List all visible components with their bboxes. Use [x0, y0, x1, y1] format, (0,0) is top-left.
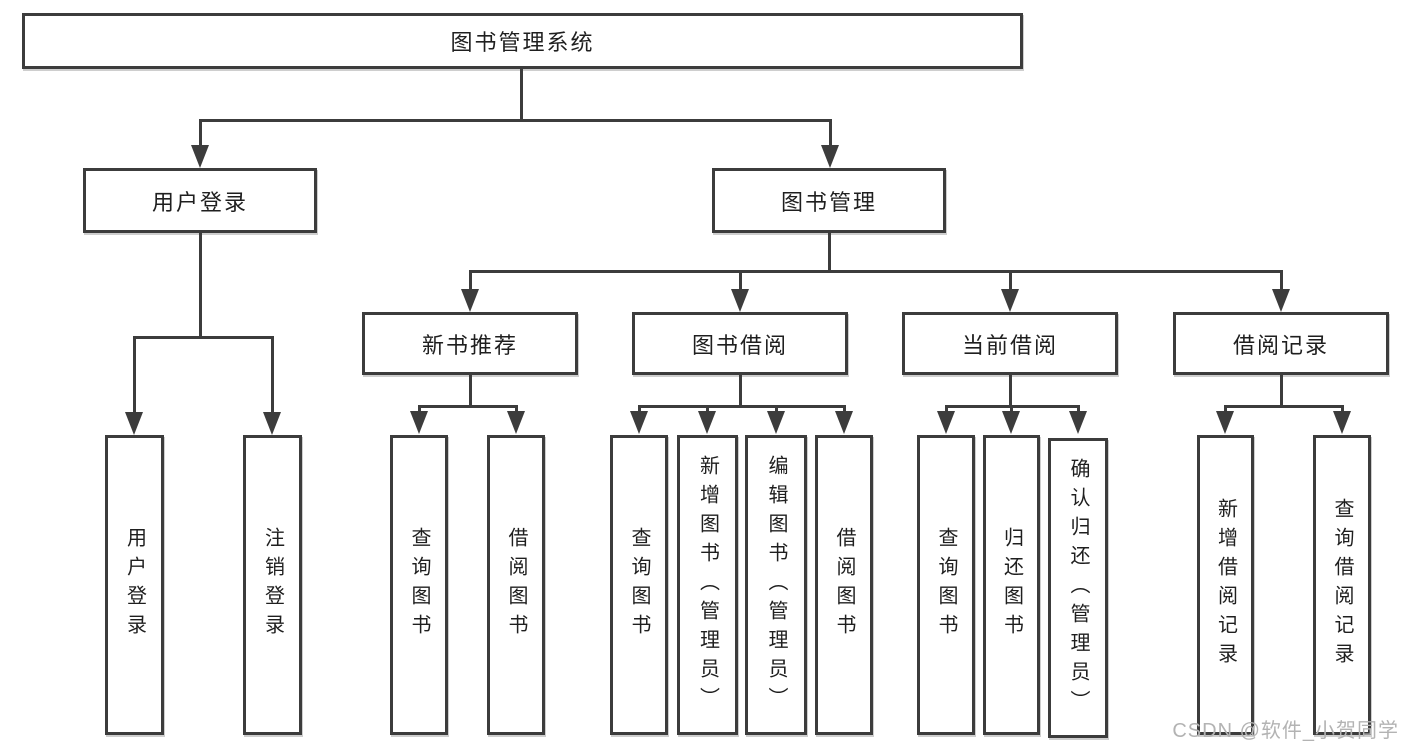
arrow-down-icon	[731, 289, 749, 312]
leaf-borrow-add-book-admin: 新增图书（管理员）	[677, 435, 738, 735]
arrow-down-icon	[821, 145, 839, 168]
newbook-split-vline	[469, 375, 472, 407]
node-borrow-records: 借阅记录	[1173, 312, 1389, 375]
arrow-down-icon	[410, 411, 428, 434]
arrow-down-icon	[698, 411, 716, 434]
leaf-records-add-record-label: 新增借阅记录	[1214, 498, 1237, 672]
records-split-vline	[1280, 375, 1283, 407]
node-root: 图书管理系统	[22, 13, 1023, 69]
user-split-vline	[199, 233, 202, 338]
mgmt-arrow-stem	[1280, 270, 1283, 292]
leaf-borrow-edit-book-admin: 编辑图书（管理员）	[745, 435, 807, 735]
arrow-down-icon	[1002, 411, 1020, 434]
mgmt-arrow-stem	[1009, 270, 1012, 292]
borrow-split-vline	[739, 375, 742, 407]
leaf-current-return-book: 归还图书	[983, 435, 1040, 735]
leaf-borrow-edit-book-admin-label: 编辑图书（管理员）	[765, 454, 787, 716]
mgmt-arrow-stem	[739, 270, 742, 292]
node-book-management-label: 图书管理	[780, 189, 877, 215]
leaf-user-login-label: 用户登录	[123, 527, 146, 643]
leaf-borrow-borrow-book: 借阅图书	[815, 435, 873, 735]
user-arrow-stem	[133, 336, 136, 416]
leaf-borrow-add-book-admin-label: 新增图书（管理员）	[696, 454, 719, 716]
arrow-down-icon	[1333, 411, 1351, 434]
arrow-down-icon	[507, 411, 525, 434]
node-new-book-recommend: 新书推荐	[362, 312, 578, 375]
watermark: CSDN @软件_小贺同学	[1172, 720, 1399, 742]
arrow-down-icon	[461, 289, 479, 312]
leaf-current-return-book-label: 归还图书	[1000, 527, 1023, 643]
leaf-current-confirm-return-admin: 确认归还（管理员）	[1048, 438, 1108, 738]
leaf-newbook-borrow-book: 借阅图书	[487, 435, 545, 735]
leaf-current-confirm-return-admin-label: 确认归还（管理员）	[1067, 457, 1089, 719]
node-current-borrow-label: 当前借阅	[961, 332, 1058, 358]
newbook-split-hline	[418, 405, 518, 408]
leaf-newbook-borrow-book-label: 借阅图书	[505, 527, 527, 643]
root-arrow-left-stem	[199, 119, 202, 149]
arrow-down-icon	[835, 411, 853, 434]
root-split-vline	[520, 69, 523, 121]
leaf-borrow-query-book: 查询图书	[610, 435, 668, 735]
root-split-hline	[199, 119, 832, 122]
arrow-down-icon	[263, 412, 281, 435]
arrow-down-icon	[191, 145, 209, 168]
arrow-down-icon	[630, 411, 648, 434]
user-split-hline	[133, 336, 274, 339]
node-user-login-label: 用户登录	[151, 189, 248, 215]
records-split-hline	[1224, 405, 1344, 408]
arrow-down-icon	[767, 411, 785, 434]
mgmt-split-vline	[828, 233, 831, 273]
node-current-borrow: 当前借阅	[902, 312, 1118, 375]
leaf-user-logout: 注销登录	[243, 435, 302, 735]
node-book-management: 图书管理	[712, 168, 946, 233]
user-arrow-stem	[271, 336, 274, 416]
root-arrow-right-stem	[829, 119, 832, 149]
mgmt-arrow-stem	[469, 270, 472, 292]
arrow-down-icon	[1001, 289, 1019, 312]
node-new-book-recommend-label: 新书推荐	[421, 332, 518, 358]
leaf-records-query-record-label: 查询借阅记录	[1331, 498, 1353, 672]
mgmt-split-hline	[469, 270, 1283, 273]
leaf-current-query-book: 查询图书	[917, 435, 975, 735]
leaf-current-query-book-label: 查询图书	[935, 527, 957, 643]
arrow-down-icon	[937, 411, 955, 434]
borrow-split-hline	[638, 405, 846, 408]
current-split-vline	[1009, 375, 1012, 407]
arrow-down-icon	[1272, 289, 1290, 312]
node-book-borrow: 图书借阅	[632, 312, 848, 375]
leaf-records-query-record: 查询借阅记录	[1313, 435, 1371, 735]
node-borrow-records-label: 借阅记录	[1232, 332, 1329, 358]
leaf-borrow-query-book-label: 查询图书	[628, 527, 650, 643]
arrow-down-icon	[125, 412, 143, 435]
leaf-user-login: 用户登录	[105, 435, 164, 735]
node-user-login: 用户登录	[83, 168, 317, 233]
leaf-user-logout-label: 注销登录	[261, 527, 284, 643]
node-book-borrow-label: 图书借阅	[691, 332, 788, 358]
leaf-newbook-query-book-label: 查询图书	[408, 527, 430, 643]
leaf-borrow-borrow-book-label: 借阅图书	[833, 527, 855, 643]
leaf-records-add-record: 新增借阅记录	[1197, 435, 1254, 735]
arrow-down-icon	[1216, 411, 1234, 434]
node-root-label: 图书管理系统	[450, 30, 595, 55]
arrow-down-icon	[1069, 411, 1087, 434]
leaf-newbook-query-book: 查询图书	[390, 435, 448, 735]
